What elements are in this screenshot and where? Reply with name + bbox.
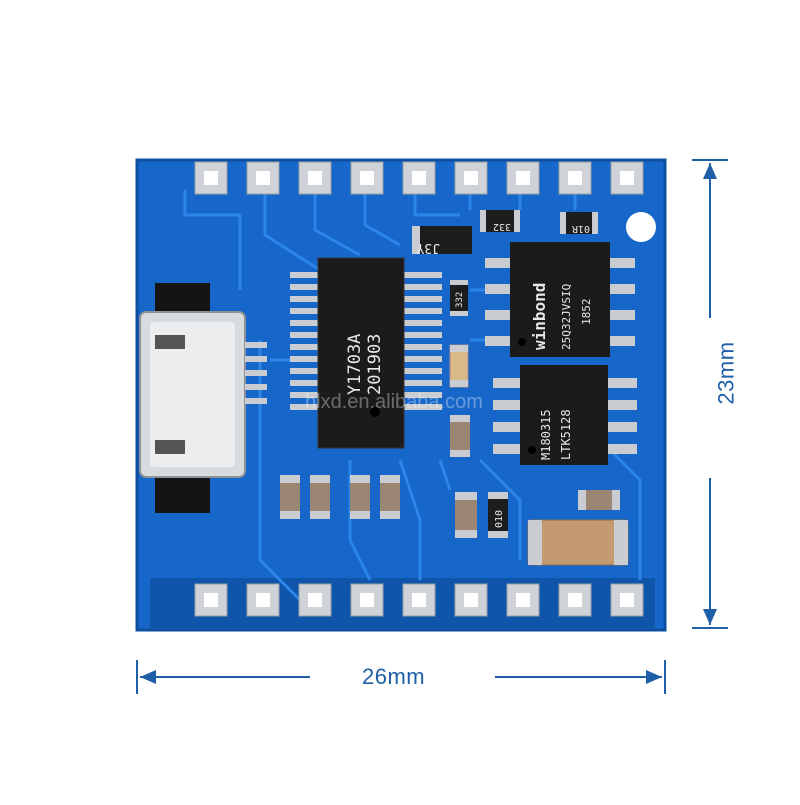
amp-chip-line1: LTK5128 xyxy=(559,409,573,460)
resistor-332-side: 332 xyxy=(450,280,468,316)
width-label: 26mm xyxy=(362,664,426,689)
height-dimension xyxy=(692,159,728,629)
resistor-010: 010 xyxy=(488,492,508,538)
flash-chip-line2: 1852 xyxy=(580,299,593,326)
resistor-332-top-marking: 332 xyxy=(493,221,511,232)
flash-chip xyxy=(510,242,610,357)
amp-chip-pins xyxy=(493,378,637,454)
top-header-pads xyxy=(194,161,644,195)
amp-chip-line2: M180315 xyxy=(539,409,553,460)
resistor-01r-marking: 01R xyxy=(571,223,590,234)
usb-connector xyxy=(139,283,267,513)
main-chip-pins xyxy=(290,272,442,410)
mounting-hole xyxy=(626,212,656,242)
bottom-header-pads xyxy=(194,583,644,617)
flash-chip-line1: 25Q32JVSIQ xyxy=(560,284,573,350)
capacitor-group xyxy=(280,344,629,566)
diode xyxy=(412,226,472,254)
height-label: 23mm xyxy=(713,341,739,405)
resistor-332-side-marking: 332 xyxy=(455,292,465,308)
resistor-010-marking: 010 xyxy=(494,510,505,528)
main-chip xyxy=(317,257,405,449)
flash-chip-pins xyxy=(485,258,635,346)
width-dimension xyxy=(136,660,666,694)
diode-marking: J3Y xyxy=(416,240,440,255)
main-chip-line1: Y1703A xyxy=(345,334,365,395)
resistor-01r: 01R xyxy=(560,212,598,234)
flash-chip-brand: winbond xyxy=(530,283,549,350)
watermark: hlxd.en.alibaba.com xyxy=(305,391,483,413)
resistor-332-top: 332 xyxy=(480,210,520,232)
main-chip-line2: 201903 xyxy=(365,334,385,395)
